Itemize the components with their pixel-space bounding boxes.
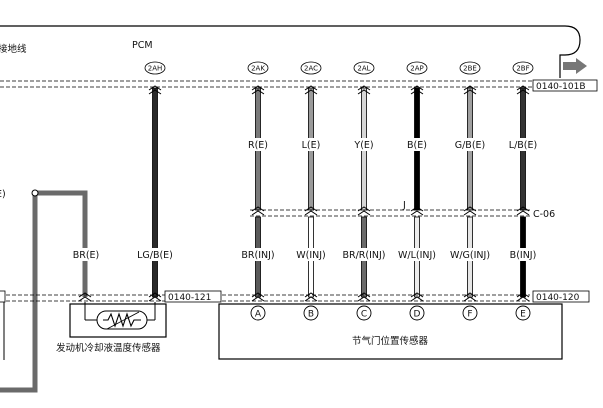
wire-label-r-e: R(E) — [248, 140, 268, 151]
junction-band — [250, 209, 530, 217]
left-partial-label: E) — [0, 189, 6, 200]
lower-wire-labels: BR(INJ) W(INJ) BR/R(INJ) W/L(INJ) W/G(IN… — [234, 248, 541, 261]
ground-label: 接地线 — [0, 43, 27, 55]
throttle-sensor-name: 节气门位置传感器 — [352, 335, 429, 347]
wire-label-y-e: Y(E) — [353, 140, 373, 151]
wire-label-b-e: B(E) — [407, 140, 427, 151]
wire-label-lb-e: L/B(E) — [509, 140, 537, 151]
pin-circle-2ak — [247, 61, 269, 75]
upper-wire-labels: R(E) L(E) Y(E) B(E) G/B(E) L/B(E) — [240, 138, 545, 151]
terminal-circle-d — [409, 305, 425, 321]
terminal-circle-c — [356, 305, 372, 321]
coolant-connector-id: 0140-121 — [168, 293, 211, 303]
thermistor-variable-arrow-icon — [106, 311, 140, 330]
thermistor-icon — [103, 312, 141, 328]
pin-label-2ak: 2AK — [251, 65, 265, 73]
terminal-label-e: E — [520, 310, 526, 320]
ground-splice-dot — [31, 189, 39, 197]
coolant-wire-labels: BR(E) LG/B(E) — [68, 248, 179, 261]
pin-circle-2be — [459, 61, 481, 75]
joint-letter: J — [402, 200, 406, 211]
pin-circle-2bf — [512, 61, 534, 75]
wire-label-brr-inj: BR/R(INJ) — [342, 250, 385, 261]
pin-circles: 2AH 2AK 2AC 2AL 2AP 2BE 2BF — [144, 61, 534, 75]
terminal-label-f: F — [467, 310, 472, 320]
terminal-circle-e — [515, 305, 531, 321]
terminal-label-a: A — [255, 310, 262, 320]
throttle-connector-id: 0140-120 — [536, 293, 580, 303]
wire-label-br-e: BR(E) — [73, 250, 100, 261]
wire-label-b-inj: B(INJ) — [510, 250, 537, 261]
terminal-label-d: D — [414, 310, 421, 320]
pin-label-2ah: 2AH — [148, 65, 163, 73]
terminal-circle-b — [303, 305, 319, 321]
pcm-label: PCM — [132, 40, 153, 51]
wire-label-wl-inj: W/L(INJ) — [398, 250, 436, 261]
pcm-arrow-icon — [563, 58, 587, 74]
wire-coolant-br — [35, 190, 88, 297]
wire-label-br-inj: BR(INJ) — [241, 250, 274, 261]
pin-circle-2al — [353, 61, 375, 75]
wire-label-w-inj: W(INJ) — [296, 250, 326, 261]
pcm-connector-label-box — [532, 79, 598, 92]
throttle-sensor-box — [218, 303, 563, 360]
pin-label-2be: 2BE — [463, 65, 477, 73]
wire-label-lgb-e: LG/B(E) — [137, 250, 173, 261]
pin-circle-2ac — [300, 61, 322, 75]
pcm-outline — [0, 25, 581, 78]
pin-label-2ap: 2AP — [410, 65, 423, 73]
terminal-label-c: C — [361, 310, 367, 320]
pin-label-2al: 2AL — [357, 65, 370, 73]
pin-label-2bf: 2BF — [516, 65, 529, 73]
junction-connector-id: C-06 — [533, 209, 555, 220]
coolant-sensor-name: 发动机冷却液温度传感器 — [56, 342, 161, 354]
pin-label-2ac: 2AC — [304, 65, 318, 73]
terminal-circle-a — [250, 305, 266, 321]
pcm-connector-band — [0, 80, 575, 88]
throttle-connector-label-box — [532, 290, 590, 303]
wire-2ah-coolant — [152, 87, 158, 298]
left-connector-stub — [0, 290, 6, 303]
connector-chevrons — [78, 85, 530, 302]
terminal-label-b: B — [308, 310, 314, 320]
terminal-circle-f — [462, 305, 478, 321]
pin-circle-2ap — [406, 61, 428, 75]
wire-label-wg-inj: W/G(INJ) — [450, 250, 490, 261]
coolant-connector-label-box — [164, 290, 222, 303]
lower-connector-band — [0, 294, 530, 302]
wire-ground-return — [0, 193, 38, 393]
wire-label-gb-e: G/B(E) — [455, 140, 486, 151]
wire-label-l-e: L(E) — [302, 140, 321, 151]
pin-circle-2ah — [144, 61, 166, 75]
pcm-connector-id: 0140-101B — [536, 82, 586, 92]
terminal-circles: A B C D F E — [250, 305, 531, 321]
